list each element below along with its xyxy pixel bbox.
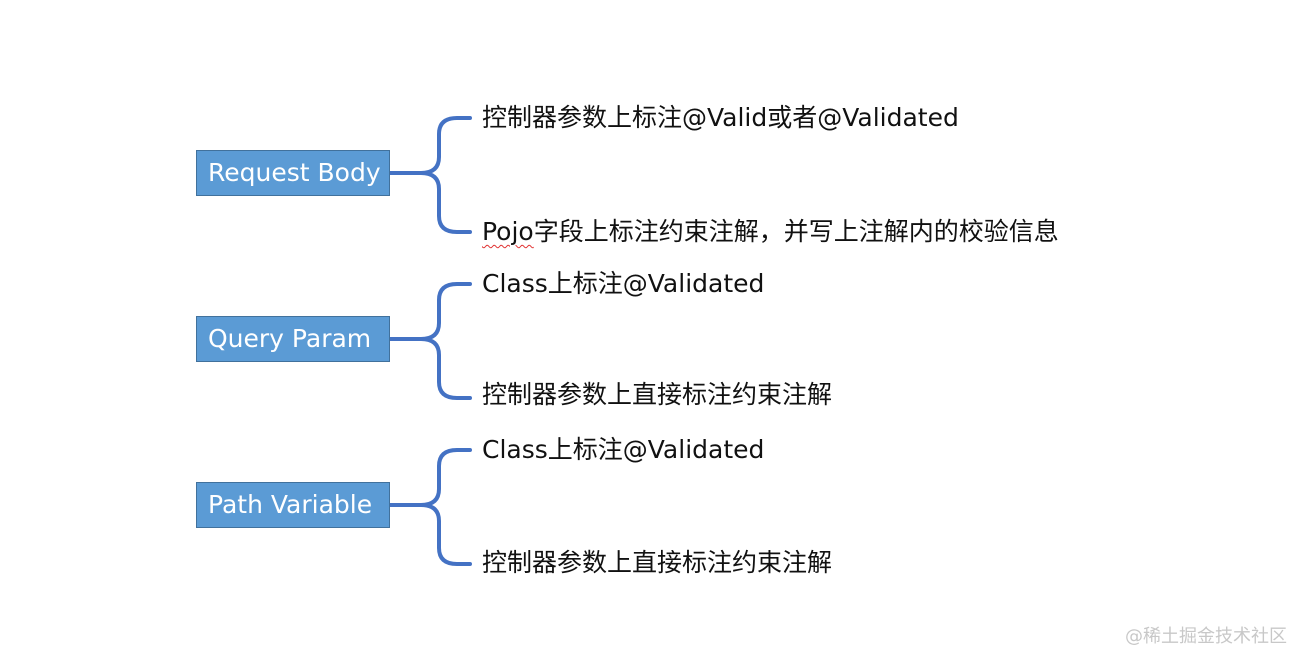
leaf-query-param-2: 控制器参数上直接标注约束注解 [482, 380, 833, 409]
bracket-path-variable [388, 448, 472, 566]
leaf-path-variable-2: 控制器参数上直接标注约束注解 [482, 548, 833, 577]
node-query-param: Query Param [196, 316, 390, 362]
bracket-request-body [388, 116, 472, 234]
pojo-word: Pojo [482, 217, 534, 246]
leaf-request-body-1: 控制器参数上标注@Valid或者@Validated [482, 103, 959, 132]
leaf-query-param-1: Class上标注@Validated [482, 269, 765, 298]
watermark: @稀土掘金技术社区 [1125, 626, 1287, 647]
node-request-body: Request Body [196, 150, 390, 196]
leaf-request-body-2-text: 字段上标注约束注解，并写上注解内的校验信息 [533, 217, 1059, 246]
bracket-query-param [388, 282, 472, 400]
leaf-request-body-2: Pojo字段上标注约束注解，并写上注解内的校验信息 [482, 215, 1059, 249]
node-path-variable: Path Variable [196, 482, 390, 528]
leaf-path-variable-1: Class上标注@Validated [482, 435, 765, 464]
